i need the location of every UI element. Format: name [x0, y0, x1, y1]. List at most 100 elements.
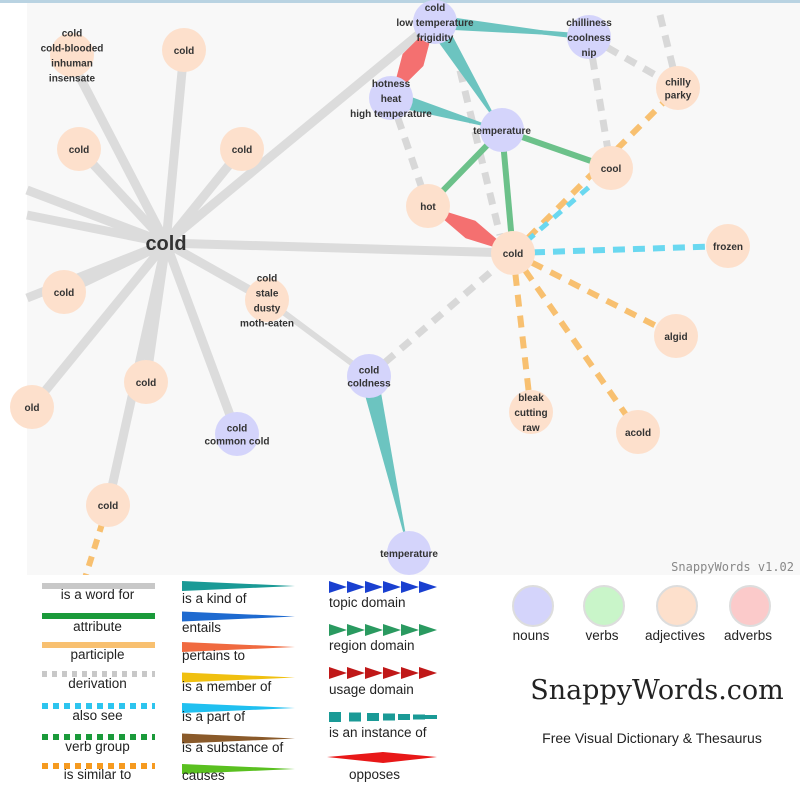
- word-node-temperature[interactable]: temperature: [473, 108, 531, 152]
- word-node-temperature[interactable]: temperature: [380, 531, 438, 575]
- legend-topic-domain: topic domain: [329, 595, 406, 610]
- word-node-cool[interactable]: cool: [589, 146, 633, 190]
- word-node-cold[interactable]: cold: [124, 360, 168, 404]
- adjective-circle[interactable]: [616, 410, 660, 454]
- noun-circle[interactable]: [215, 412, 259, 456]
- node-word[interactable]: chilliness: [566, 18, 612, 29]
- top-border: [0, 0, 800, 3]
- node-word[interactable]: cold: [174, 46, 195, 57]
- node-word[interactable]: cold: [232, 145, 253, 156]
- node-word[interactable]: low temperature: [396, 18, 474, 29]
- adjective-circle[interactable]: [706, 224, 750, 268]
- node-word[interactable]: cold: [359, 366, 380, 377]
- adjective-circle[interactable]: [509, 390, 553, 434]
- node-word[interactable]: cool: [601, 164, 622, 175]
- node-word[interactable]: cold: [425, 3, 446, 14]
- noun-circle[interactable]: [387, 531, 431, 575]
- noun-circle[interactable]: [480, 108, 524, 152]
- adjective-swatch: [656, 585, 698, 627]
- node-word[interactable]: high temperature: [350, 109, 432, 120]
- word-node-hotness[interactable]: hotness heat high temperature: [350, 76, 432, 120]
- word-node-cold[interactable]: cold: [162, 28, 206, 72]
- word-node-cold[interactable]: cold: [42, 270, 86, 314]
- node-word[interactable]: parky: [665, 91, 692, 102]
- adjective-circle[interactable]: [10, 385, 54, 429]
- adjective-circle[interactable]: [654, 314, 698, 358]
- adjective-circle[interactable]: [162, 28, 206, 72]
- word-node-cold[interactable]: cold stale dusty moth-eaten: [240, 274, 294, 330]
- word-node-old[interactable]: old: [10, 385, 54, 429]
- adjective-circle[interactable]: [50, 33, 94, 77]
- node-word[interactable]: cold: [54, 288, 75, 299]
- node-word[interactable]: moth-eaten: [240, 319, 294, 330]
- word-node-chilly[interactable]: chilly parky: [656, 66, 700, 110]
- node-word[interactable]: hotness: [372, 79, 411, 90]
- node-word[interactable]: heat: [381, 94, 402, 105]
- noun-circle[interactable]: [413, 0, 457, 44]
- adjective-circle[interactable]: [656, 66, 700, 110]
- word-node-cold[interactable]: cold common cold: [204, 412, 270, 456]
- node-word[interactable]: dusty: [254, 304, 281, 315]
- node-word[interactable]: temperature: [473, 126, 531, 137]
- node-word[interactable]: temperature: [380, 549, 438, 560]
- node-word[interactable]: cold: [257, 274, 278, 285]
- node-word[interactable]: raw: [522, 423, 539, 434]
- node-word[interactable]: frozen: [713, 242, 743, 253]
- word-node-cold[interactable]: cold low temperature frigidity: [396, 0, 474, 44]
- node-word[interactable]: old: [25, 403, 40, 414]
- brand-logo[interactable]: SnappyWords.com: [530, 675, 784, 706]
- word-node-cold[interactable]: cold: [220, 127, 264, 171]
- node-word[interactable]: nip: [582, 48, 597, 59]
- word-node-frozen[interactable]: frozen: [706, 224, 750, 268]
- node-word[interactable]: coolness: [567, 33, 611, 44]
- node-word[interactable]: hot: [420, 202, 436, 213]
- node-word[interactable]: bleak: [518, 393, 544, 404]
- node-word[interactable]: frigidity: [417, 33, 454, 44]
- word-node-algid[interactable]: algid: [654, 314, 698, 358]
- node-word[interactable]: acold: [625, 428, 651, 439]
- word-for-edge: [68, 59, 170, 246]
- node-word[interactable]: cold: [69, 145, 90, 156]
- word-node-cold[interactable]: cold coldness: [347, 354, 391, 398]
- node-word[interactable]: cold: [98, 501, 119, 512]
- node-word[interactable]: inhuman: [51, 59, 93, 70]
- word-node-hot[interactable]: hot: [406, 184, 450, 228]
- word-node-cold[interactable]: cold: [491, 231, 535, 275]
- node-word[interactable]: cold-blooded: [41, 44, 104, 55]
- node-word[interactable]: chilly: [665, 78, 691, 89]
- node-word[interactable]: algid: [664, 332, 687, 343]
- node-word[interactable]: cold: [136, 378, 157, 389]
- noun-circle[interactable]: [369, 76, 413, 120]
- node-word[interactable]: cold: [503, 249, 524, 260]
- adjective-circle[interactable]: [491, 231, 535, 275]
- node-word[interactable]: stale: [256, 289, 279, 300]
- noun-circle[interactable]: [347, 354, 391, 398]
- word-node-bleak[interactable]: bleak cutting raw: [509, 390, 553, 434]
- adjective-circle[interactable]: [57, 127, 101, 171]
- adjective-circle[interactable]: [589, 146, 633, 190]
- node-word[interactable]: common cold: [204, 437, 269, 448]
- swatch-instance: [349, 712, 361, 722]
- graph-canvas[interactable]: coldcold-bloodedinhumaninsensatecoldcold…: [0, 0, 800, 578]
- center-word[interactable]: cold: [145, 233, 186, 255]
- node-word[interactable]: coldness: [347, 379, 391, 390]
- adjective-circle[interactable]: [220, 127, 264, 171]
- kind-of-edge: [435, 22, 590, 40]
- adjective-circle[interactable]: [406, 184, 450, 228]
- node-word[interactable]: cold: [62, 29, 83, 40]
- adjective-circle[interactable]: [124, 360, 168, 404]
- adjective-circle[interactable]: [86, 483, 130, 527]
- word-node-chilliness[interactable]: chilliness coolness nip: [566, 15, 612, 59]
- word-node-acold[interactable]: acold: [616, 410, 660, 454]
- node-word[interactable]: cutting: [514, 408, 547, 419]
- word-node-cold[interactable]: cold: [57, 127, 101, 171]
- adjective-circle[interactable]: [42, 270, 86, 314]
- node-word[interactable]: cold: [227, 424, 248, 435]
- word-node-cold[interactable]: cold: [86, 483, 130, 527]
- noun-circle[interactable]: [567, 15, 611, 59]
- word-node-cold[interactable]: cold cold-blooded inhuman insensate: [41, 29, 104, 85]
- node-word[interactable]: insensate: [49, 74, 96, 85]
- word-for-edge: [161, 241, 242, 436]
- adjective-circle[interactable]: [245, 278, 289, 322]
